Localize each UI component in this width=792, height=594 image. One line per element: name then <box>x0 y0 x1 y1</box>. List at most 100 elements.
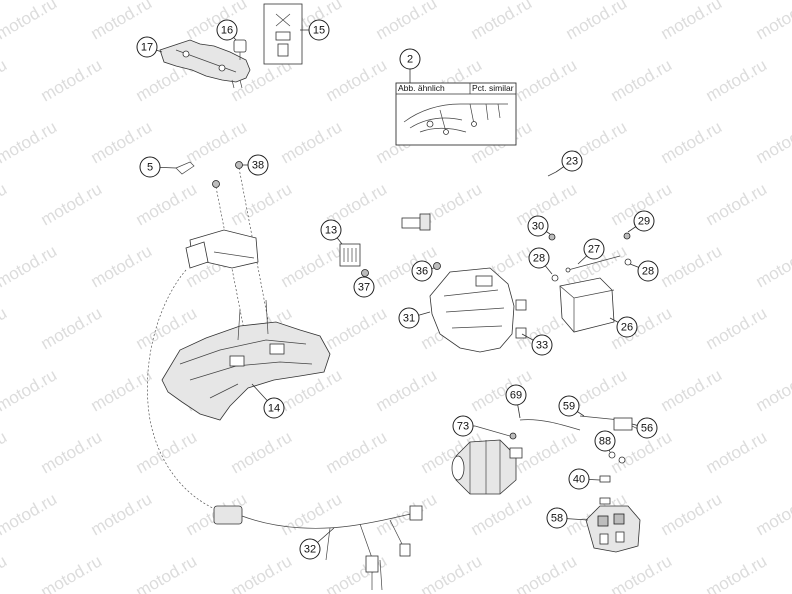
watermark-text: motod.ru <box>0 241 60 291</box>
callout-circle <box>594 430 616 452</box>
watermark-text: motod.ru <box>418 551 486 594</box>
watermark-text: motod.ru <box>513 427 581 477</box>
part-33-pad <box>515 299 527 339</box>
watermark-text: motod.ru <box>753 241 792 291</box>
callout-28b: 28 <box>629 260 659 282</box>
watermark-text: motod.ru <box>703 303 771 353</box>
watermark-text: motod.ru <box>133 427 201 477</box>
watermark-text: motod.ru <box>183 117 251 167</box>
watermark-text: motod.ru <box>88 241 156 291</box>
callout-circle <box>398 307 420 329</box>
watermark-text: motod.ru <box>0 55 10 105</box>
callout-number: 58 <box>551 513 563 525</box>
watermark-text: motod.ru <box>658 365 726 415</box>
watermark-text: motod.ru <box>468 489 536 539</box>
callout-circle <box>558 395 580 417</box>
callout-number: 31 <box>403 313 415 325</box>
callout-number: 88 <box>599 436 611 448</box>
watermark-text: motod.ru <box>0 427 10 477</box>
part-13-relay <box>339 243 361 267</box>
part-36-nut <box>433 262 441 270</box>
callout-number: 38 <box>252 160 264 172</box>
watermark-text: motod.ru <box>0 489 60 539</box>
callout-56: 56 <box>631 417 658 439</box>
watermark-text: motod.ru <box>658 241 726 291</box>
callout-number: 2 <box>407 54 413 66</box>
watermark-text: motod.ru <box>38 551 106 594</box>
callout-number: 5 <box>147 162 153 174</box>
callout-30: 30 <box>527 215 551 237</box>
callout-circle <box>139 156 161 178</box>
callout-circle <box>527 215 549 237</box>
part-69-cable <box>519 419 581 431</box>
watermark-text: motod.ru <box>88 365 156 415</box>
callout-31: 31 <box>398 307 431 329</box>
callout-14: 14 <box>251 383 285 419</box>
part-32-main-harness <box>147 269 423 591</box>
watermark-text: motod.ru <box>38 55 106 105</box>
watermark-text: motod.ru <box>228 551 296 594</box>
callout-73: 73 <box>452 415 475 437</box>
callout-number: 37 <box>358 282 370 294</box>
watermark-text: motod.ru <box>658 489 726 539</box>
part-58-regulator <box>585 505 641 553</box>
callout-number: 15 <box>313 25 325 37</box>
callout-number: 14 <box>268 403 280 415</box>
callout-28a: 28 <box>528 247 553 275</box>
callout-number: 23 <box>566 156 578 168</box>
watermark-text: motod.ru <box>278 489 346 539</box>
watermark-text: motod.ru <box>373 489 441 539</box>
callout-circle <box>452 415 474 437</box>
part-16-grommet <box>233 39 247 60</box>
callout-layer: 2513141516172326272828293031323336373840… <box>136 19 659 560</box>
callout-circle <box>561 150 583 172</box>
part-starter-motor <box>451 439 523 495</box>
callout-15: 15 <box>300 19 330 41</box>
watermark-text: motod.ru <box>513 55 581 105</box>
part-15-box <box>263 3 303 65</box>
watermark-text: motod.ru <box>703 179 771 229</box>
callout-number: 29 <box>638 216 650 228</box>
callout-circle <box>320 219 342 241</box>
watermark-text: motod.ru <box>0 365 60 415</box>
watermark-text: motod.ru <box>753 0 792 43</box>
callout-number: 56 <box>641 423 653 435</box>
callout-number: 33 <box>536 340 548 352</box>
part-17-bracket <box>159 39 251 89</box>
callout-circle <box>528 247 550 269</box>
callout-16: 16 <box>216 19 238 41</box>
callout-58: 58 <box>546 507 589 529</box>
callout-36: 36 <box>411 260 435 282</box>
watermark-text: motod.ru <box>373 365 441 415</box>
part-56-bracket <box>613 417 633 431</box>
callout-number: 13 <box>325 225 337 237</box>
watermark-text: motod.ru <box>38 179 106 229</box>
callout-38: 38 <box>242 154 269 176</box>
callout-13: 13 <box>320 219 343 245</box>
callout-32: 32 <box>299 527 335 560</box>
callout-23: 23 <box>555 150 583 173</box>
watermark-text: motod.ru <box>753 489 792 539</box>
callout-number: 36 <box>416 266 428 278</box>
callout-circle <box>247 154 269 176</box>
callout-26: 26 <box>609 316 638 338</box>
callout-circle <box>308 19 330 41</box>
callout-circle <box>399 48 421 70</box>
callout-number: 17 <box>141 42 153 54</box>
watermark-text: motod.ru <box>658 117 726 167</box>
callout-circle <box>637 260 659 282</box>
callout-circle <box>353 276 375 298</box>
callout-33: 33 <box>521 333 553 356</box>
part-73-bolt <box>474 425 517 440</box>
watermark-text: motod.ru <box>88 489 156 539</box>
watermark-text: motod.ru <box>703 55 771 105</box>
callout-circle <box>411 260 433 282</box>
callout-number: 16 <box>221 25 233 37</box>
watermark-text: motod.ru <box>703 551 771 594</box>
part-40-clip <box>599 475 611 505</box>
callout-number: 28 <box>642 266 654 278</box>
callout-88: 88 <box>594 430 616 453</box>
callout-40: 40 <box>568 468 601 490</box>
part-28-washers <box>551 258 632 282</box>
watermark-text: motod.ru <box>133 551 201 594</box>
